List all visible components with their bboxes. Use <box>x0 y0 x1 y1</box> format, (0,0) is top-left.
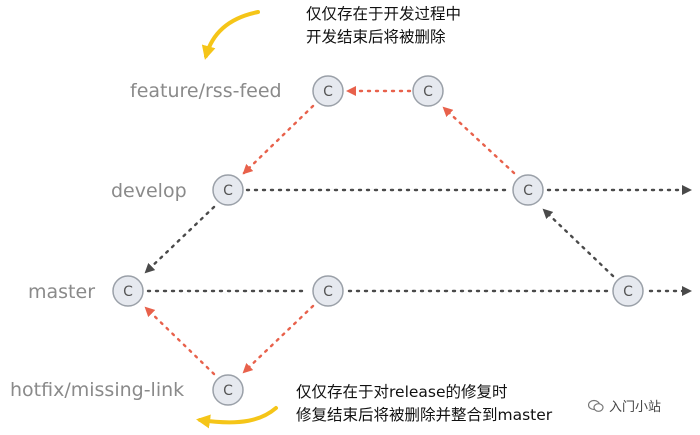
branch-label-master: master <box>28 281 95 303</box>
master-to-hotfix-arrow <box>242 304 315 374</box>
commit-develop-2: C <box>512 174 544 206</box>
curved-arrow-icon <box>201 10 260 60</box>
commit-master-2: C <box>312 275 344 307</box>
feature-note-line-2: 开发结束后将被删除 <box>306 28 446 46</box>
branch-label-hotfix: hotfix/missing-link <box>10 379 184 401</box>
watermark: 入门小站 <box>588 396 661 415</box>
feature-note-line-1: 仅仅存在于开发过程中 <box>306 5 462 23</box>
curved-arrow-icon <box>196 406 278 429</box>
commit-letter: C <box>323 84 333 100</box>
wechat-icon <box>588 399 604 412</box>
feature-note: 仅仅存在于开发过程中 开发结束后将被删除 <box>306 3 461 49</box>
commit-feature-1: C <box>312 75 344 107</box>
commit-master-1: C <box>112 275 144 307</box>
branch-label-develop: develop <box>111 180 187 202</box>
develop-to-feature-arrow <box>442 106 516 175</box>
branch-label-feature: feature/rss-feed <box>130 80 282 102</box>
commit-letter: C <box>323 284 333 300</box>
commit-letter: C <box>623 284 633 300</box>
feature-to-develop-arrow <box>242 104 315 175</box>
commit-master-3: C <box>612 275 644 307</box>
commit-letter: C <box>223 383 233 399</box>
commit-letter: C <box>423 84 433 100</box>
commit-letter: C <box>523 183 533 199</box>
commit-develop-1: C <box>212 174 244 206</box>
develop-to-master-arrow <box>144 205 216 274</box>
commit-letter: C <box>123 284 133 300</box>
hotfix-note: 仅仅存在于对release的修复时 修复结束后将被删除并整合到master <box>296 381 552 427</box>
watermark-text: 入门小站 <box>609 400 662 415</box>
commit-feature-2: C <box>412 75 444 107</box>
commit-letter: C <box>223 183 233 199</box>
commit-hotfix-1: C <box>212 374 244 406</box>
hotfix-to-master-arrow <box>144 306 216 376</box>
master-to-develop-arrow <box>542 208 615 278</box>
hotfix-note-line-2: 修复结束后将被删除并整合到master <box>296 406 553 424</box>
hotfix-note-line-1: 仅仅存在于对release的修复时 <box>296 383 508 401</box>
